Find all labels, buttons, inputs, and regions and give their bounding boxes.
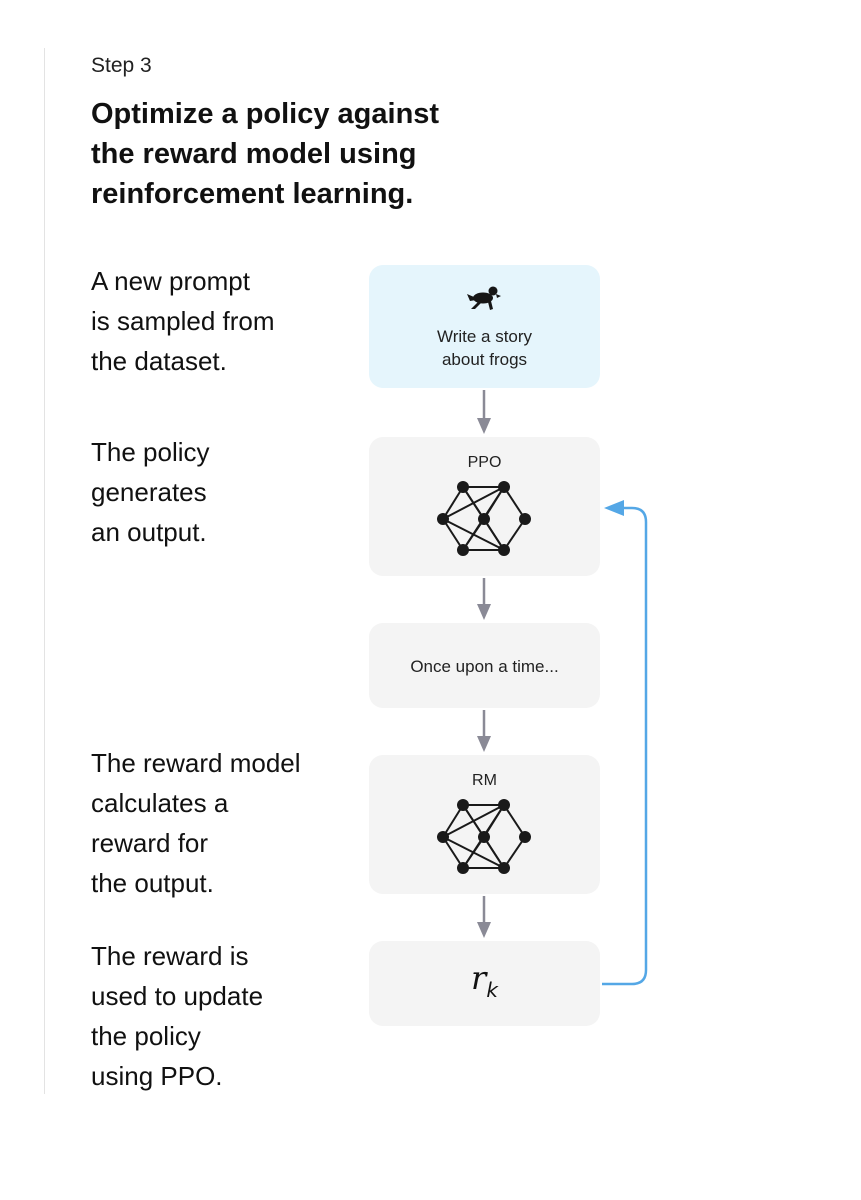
left-divider	[44, 48, 45, 1094]
neural-network-icon	[437, 481, 531, 556]
description-line: The reward is	[91, 941, 249, 971]
heading-line: reinforcement learning.	[91, 178, 414, 210]
neural-network-icon	[437, 799, 531, 874]
description-line: generates	[91, 477, 207, 507]
prompt-text: Write a story about frogs	[369, 325, 600, 371]
arrow-down-icon	[477, 710, 491, 752]
reward-subscript: k	[486, 978, 498, 1002]
description-line: the dataset.	[91, 346, 227, 376]
description-line: used to update	[91, 981, 264, 1011]
reward-model-label: RM	[472, 772, 497, 789]
reward-model-box: RM	[369, 755, 600, 894]
output-box: Once upon a time...	[369, 623, 600, 708]
description-line: the output.	[91, 868, 214, 898]
feedback-arrow-icon	[602, 500, 648, 986]
description-line: an output.	[91, 517, 207, 547]
description-policy-generates: The policy generates an output.	[91, 432, 210, 552]
description-line: calculates a	[91, 788, 229, 818]
prompt-box: Write a story about frogs	[369, 265, 600, 388]
reward-symbol: rk	[369, 959, 600, 1002]
description-line: A new prompt	[91, 266, 250, 296]
heading-line: the reward model using	[91, 138, 417, 170]
arrow-down-icon	[477, 896, 491, 938]
description-sample-prompt: A new prompt is sampled from the dataset…	[91, 261, 275, 381]
policy-label: PPO	[467, 454, 502, 471]
arrow-down-icon	[477, 390, 491, 434]
frog-icon	[467, 286, 501, 310]
description-line: The policy	[91, 437, 210, 467]
reward-r: r	[471, 959, 487, 997]
description-line: the policy	[91, 1021, 201, 1051]
description-line: The reward model	[91, 748, 301, 778]
policy-box: PPO	[369, 437, 600, 576]
description-line: using PPO.	[91, 1061, 223, 1091]
output-text: Once upon a time...	[410, 657, 559, 676]
description-update-policy: The reward is used to update the policy …	[91, 936, 263, 1096]
reward-box: rk	[369, 941, 600, 1026]
arrow-down-icon	[477, 578, 491, 620]
description-reward-model: The reward model calculates a reward for…	[91, 743, 301, 903]
prompt-line: Write a story	[436, 327, 533, 346]
prompt-line: about frogs	[441, 350, 528, 369]
description-line: is sampled from	[91, 306, 275, 336]
step-heading: Optimize a policy against the reward mod…	[91, 94, 511, 214]
description-line: reward for	[91, 828, 209, 858]
heading-line: Optimize a policy against	[91, 98, 440, 130]
step-label: Step 3	[91, 54, 152, 77]
